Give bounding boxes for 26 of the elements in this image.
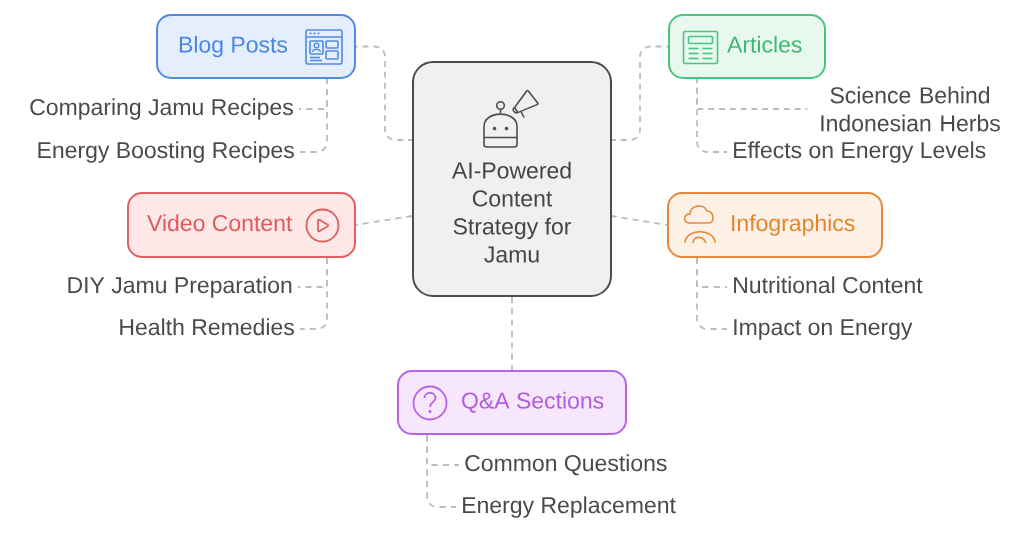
category-box: Infographics	[667, 192, 883, 258]
category-box: Video Content	[127, 192, 356, 258]
dashed-connector	[611, 45, 669, 141]
dashed-connector	[696, 78, 728, 153]
dashed-connector	[299, 78, 328, 153]
dashed-connector	[511, 296, 513, 371]
subtopic-label: DIY Jamu Preparation	[68, 276, 292, 298]
subtopic-label: Energy Boosting Recipes	[38, 141, 294, 163]
dashed-connector	[426, 434, 457, 508]
subtopic-label: Nutritional Content	[734, 276, 923, 294]
dashed-connector	[299, 257, 328, 330]
category-box: Q&A Sections	[397, 370, 627, 435]
category-box: Articles	[668, 14, 826, 79]
subtopic-label: Energy Replacement	[463, 496, 676, 518]
subtopic-label: Health Remedies	[120, 318, 294, 336]
dashed-connector	[355, 45, 413, 141]
dashed-connector	[611, 215, 668, 226]
subtopic-label: Common Questions	[465, 454, 667, 476]
category-box: Blog Posts	[156, 14, 356, 79]
dashed-connector	[696, 257, 728, 330]
dashed-connector	[355, 215, 413, 226]
topic-box: AI-Powered Content Strategy for Jamu	[412, 61, 612, 297]
subtopic-label: Impact on Energy	[734, 319, 913, 340]
subtopic-label: Effects on Energy Levels	[734, 141, 986, 163]
subtopic-label: Science Behind Indonesian Herbs	[821, 86, 1000, 132]
subtopic-label: Comparing Jamu Recipes	[30, 98, 293, 120]
